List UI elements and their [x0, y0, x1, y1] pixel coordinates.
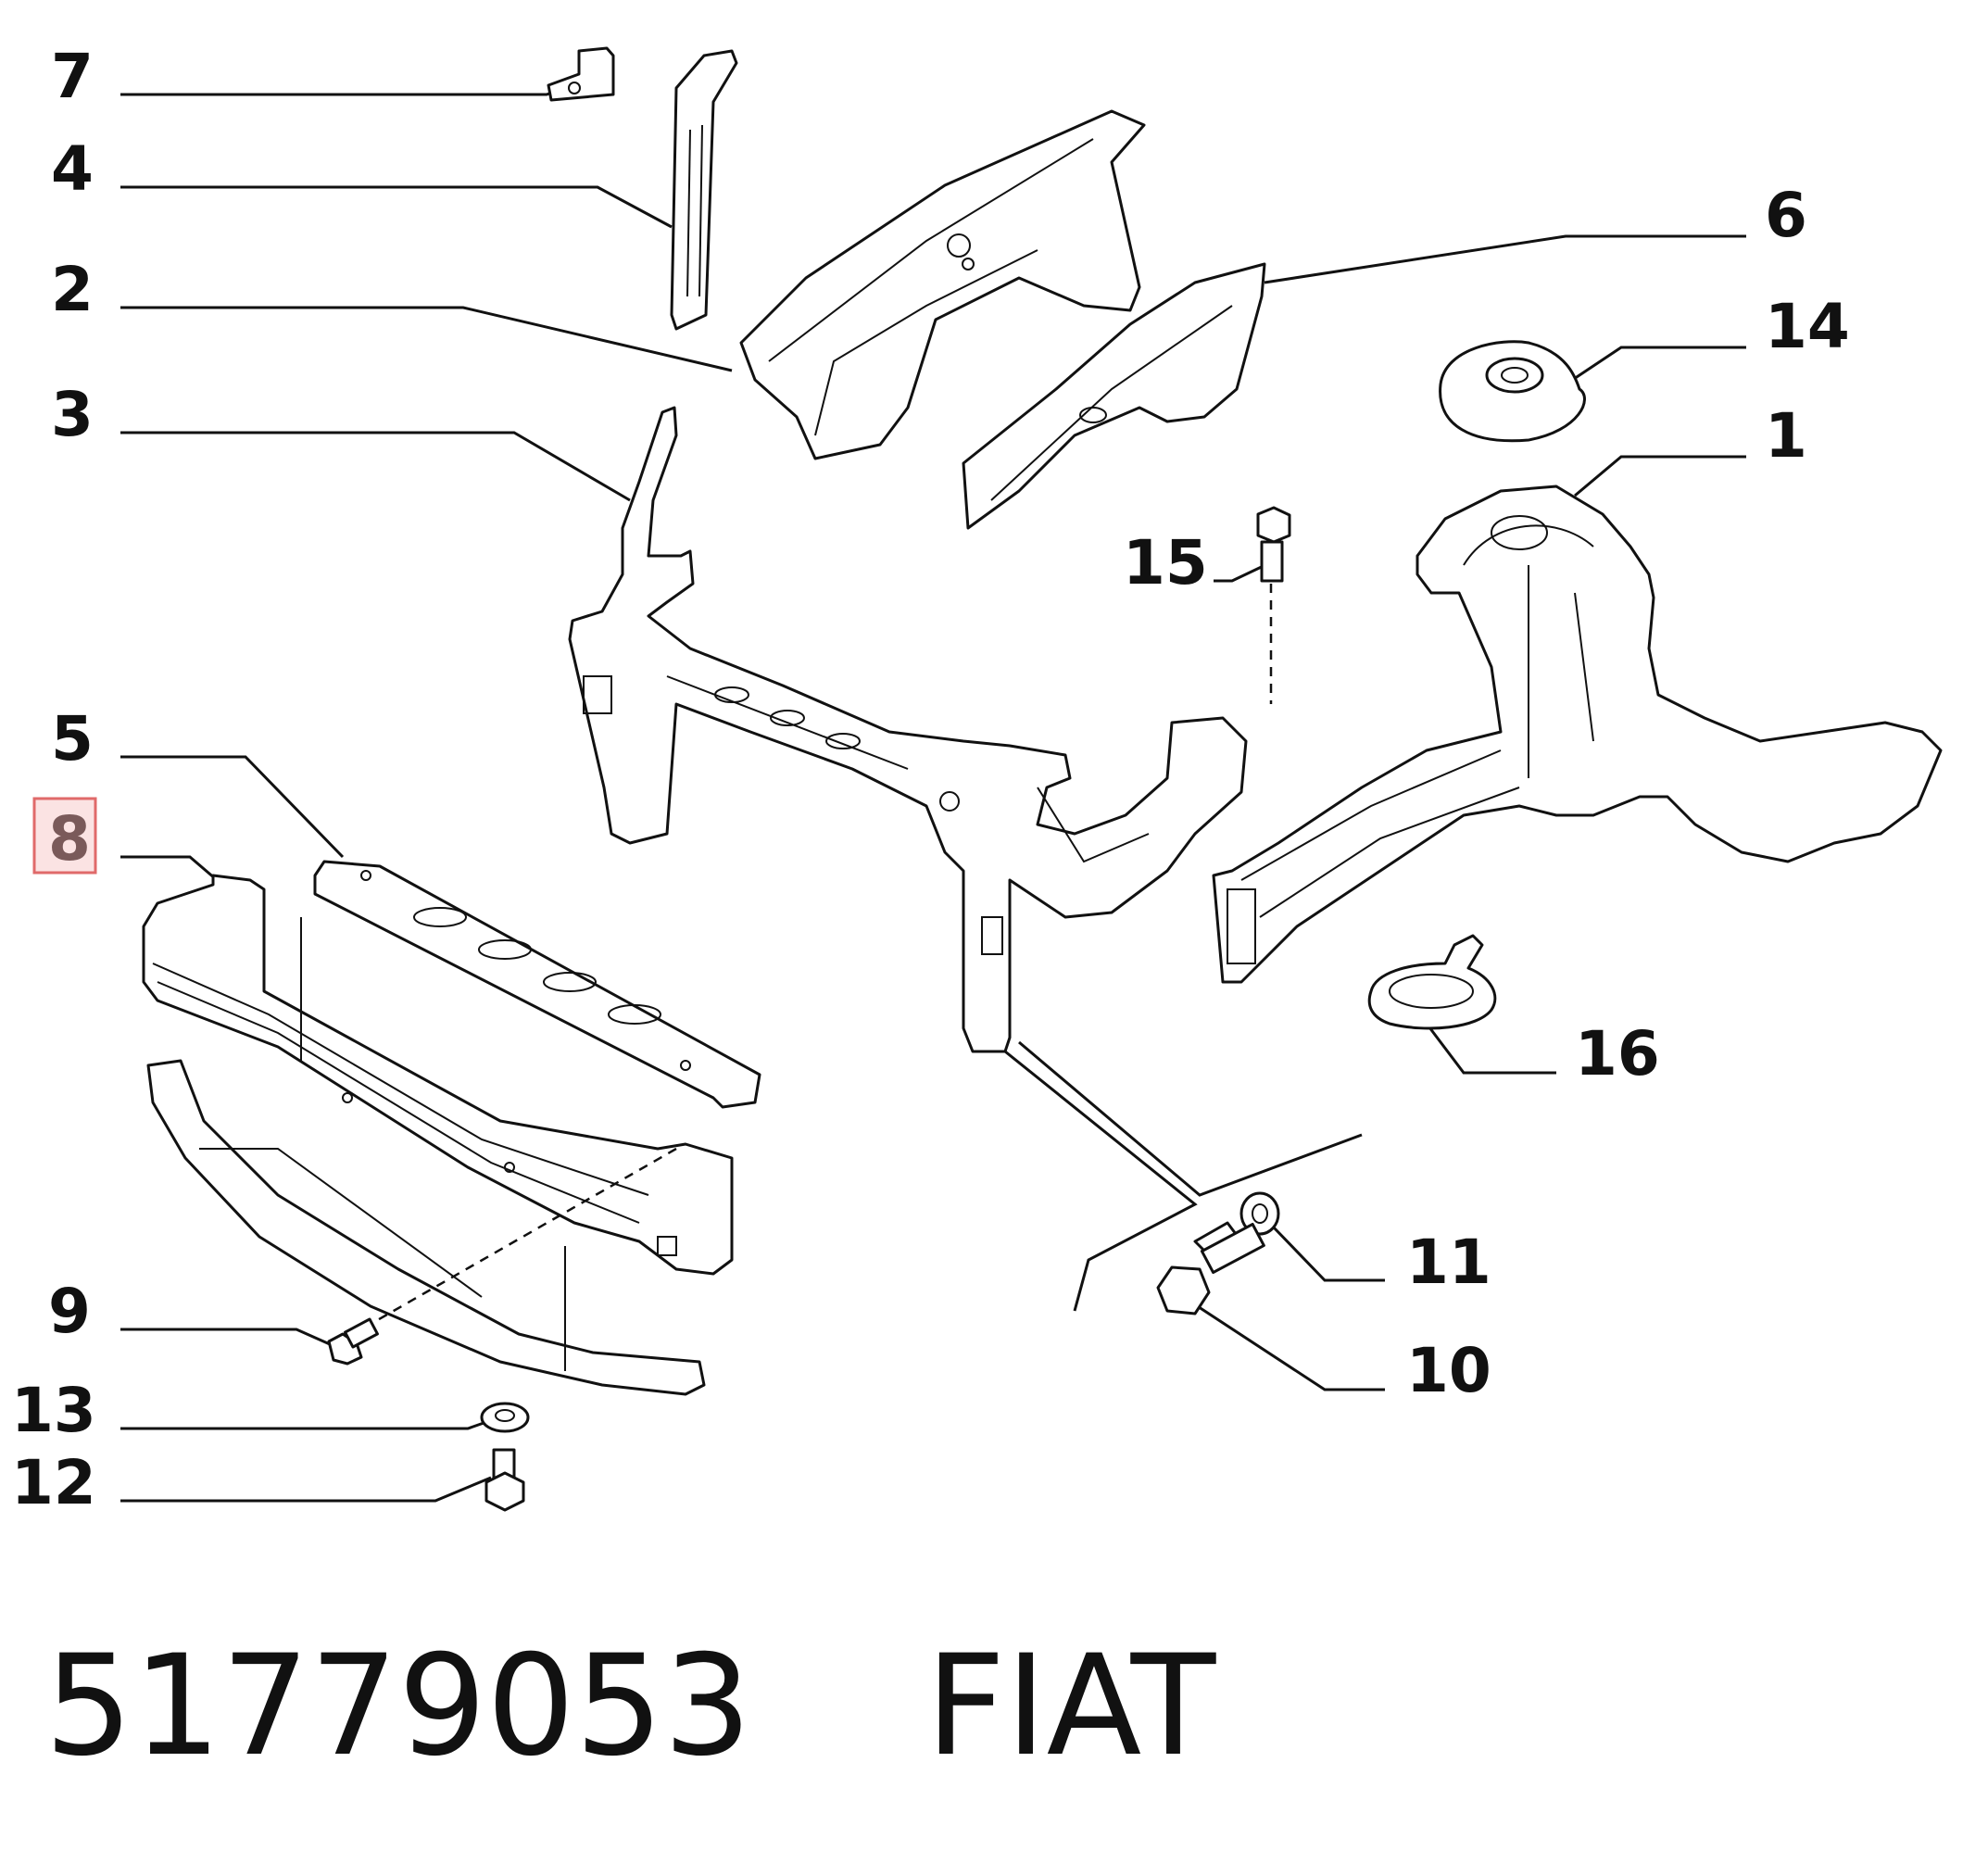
part-8-bumper-beam[interactable] [142, 874, 734, 1396]
callout-1[interactable]: 1 [1765, 400, 1807, 472]
footer: 51779053 FIAT [44, 1626, 1897, 1787]
callout-4[interactable]: 4 [51, 133, 94, 205]
part-10-hex-bolt[interactable] [1156, 1221, 1265, 1315]
callout-8-highlight [32, 797, 97, 875]
callout-11[interactable]: 11 [1406, 1227, 1491, 1298]
part-3-crossmember[interactable] [568, 406, 1248, 1053]
callout-13[interactable]: 13 [11, 1375, 96, 1446]
callout-14[interactable]: 14 [1765, 291, 1850, 362]
part-7-bracket[interactable] [547, 46, 615, 102]
part-4-strut[interactable] [670, 49, 738, 331]
part-9-screw[interactable] [327, 1317, 379, 1366]
callout-10[interactable]: 10 [1406, 1335, 1491, 1406]
callout-6[interactable]: 6 [1765, 180, 1807, 251]
callout-3[interactable]: 3 [51, 379, 94, 450]
part-13-washer[interactable] [480, 1402, 530, 1433]
part-14-top-mount[interactable] [1439, 340, 1586, 443]
part-5-reinforcement-bar[interactable] [313, 860, 761, 1109]
part-2-upper-rail[interactable] [739, 109, 1146, 460]
part-number: 51779053 [44, 1626, 752, 1787]
callout-15[interactable]: 15 [1123, 527, 1208, 598]
part-15-bolt[interactable] [1256, 506, 1291, 704]
part-16-grommet[interactable] [1367, 934, 1497, 1030]
part-1-strut-tower[interactable] [1212, 485, 1943, 984]
callout-12[interactable]: 12 [11, 1447, 96, 1518]
callout-7[interactable]: 7 [51, 41, 94, 112]
part-12-bolt[interactable] [484, 1448, 525, 1512]
callout-16[interactable]: 16 [1575, 1018, 1660, 1089]
callout-2[interactable]: 2 [51, 254, 94, 325]
part-6-side-member[interactable] [962, 262, 1266, 530]
callout-9[interactable]: 9 [48, 1276, 91, 1347]
callout-5[interactable]: 5 [51, 703, 94, 774]
callout-8[interactable]: 8 [48, 803, 91, 875]
brand-name: FIAT [925, 1626, 1216, 1787]
